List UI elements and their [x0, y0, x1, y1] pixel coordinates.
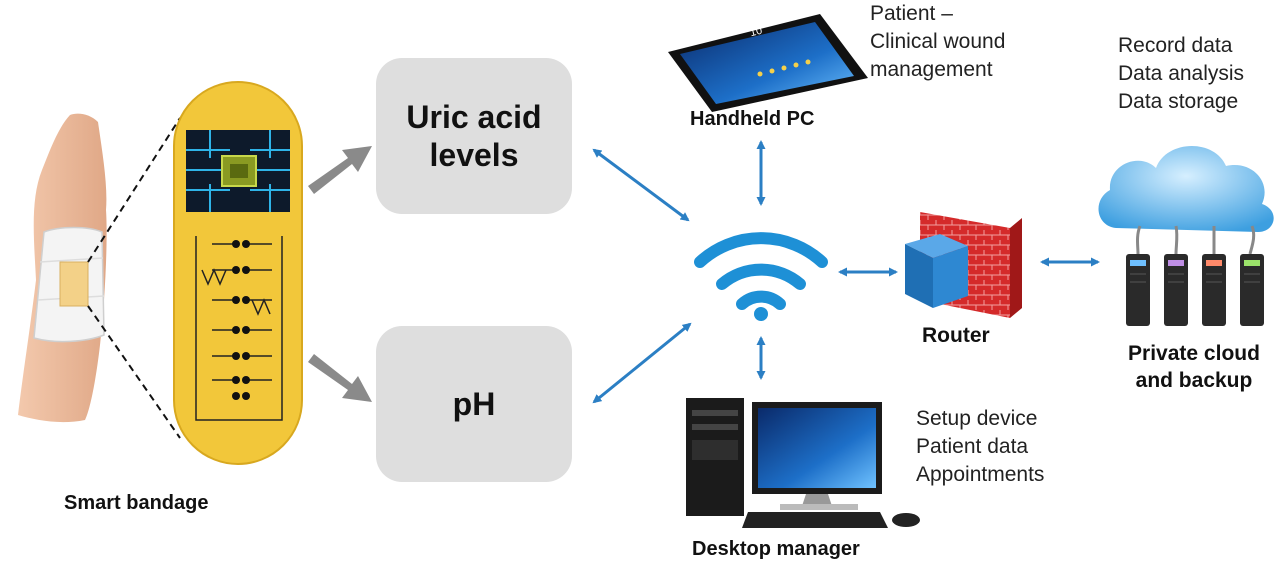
desktop-notes: Setup device Patient data Appointments [916, 405, 1044, 489]
cloud-icon [1098, 145, 1274, 232]
cloud-note-1: Record data [1118, 34, 1233, 57]
connection-arrows [592, 140, 1100, 404]
ph-label: pH [452, 386, 496, 422]
gray-arrows [308, 146, 372, 402]
cloud-label-line1: Private cloud [1128, 342, 1260, 365]
handheld-note-2: Clinical wound [870, 30, 1006, 53]
smart-bandage-label: Smart bandage [64, 492, 209, 514]
handheld-notes: Patient – Clinical wound management [870, 0, 1005, 84]
cloud-note-2: Data analysis [1118, 62, 1245, 85]
cloud-notes: Record data Data analysis Data storage [1118, 32, 1244, 116]
zoom-line-top [87, 117, 181, 263]
uric-acid-box: Uric acid levels [376, 58, 572, 214]
desktop-computer-icon [686, 398, 920, 528]
wifi-dot [754, 307, 768, 321]
uric-acid-label-line1: Uric acid [406, 99, 542, 135]
server-icon [1126, 254, 1264, 326]
zoom-line-bottom [87, 305, 181, 439]
desktop-note-1: Setup device [916, 407, 1038, 430]
router-icon [905, 234, 968, 308]
uric-acid-label-line2: levels [429, 137, 519, 173]
cloud-label: Private cloud and backup [1116, 340, 1272, 394]
hand-arm-image [18, 113, 107, 423]
handheld-pc-label: Handheld PC [690, 108, 815, 130]
tablet-icon [668, 14, 868, 112]
handheld-note-1: Patient – [870, 2, 953, 25]
router-label: Router [922, 324, 990, 347]
handheld-note-3: management [870, 58, 993, 81]
chip-icon [186, 130, 290, 212]
desktop-note-2: Patient data [916, 435, 1029, 458]
desktop-note-3: Appointments [916, 463, 1045, 486]
cloud-note-3: Data storage [1118, 90, 1239, 113]
desktop-manager-label: Desktop manager [692, 538, 860, 560]
cloud-label-line2: and backup [1135, 369, 1253, 392]
ph-box: pH [376, 326, 572, 482]
smart-bandage-graphic [173, 81, 303, 465]
cloud-server-cables [1136, 225, 1256, 255]
wifi-icon [694, 232, 828, 310]
